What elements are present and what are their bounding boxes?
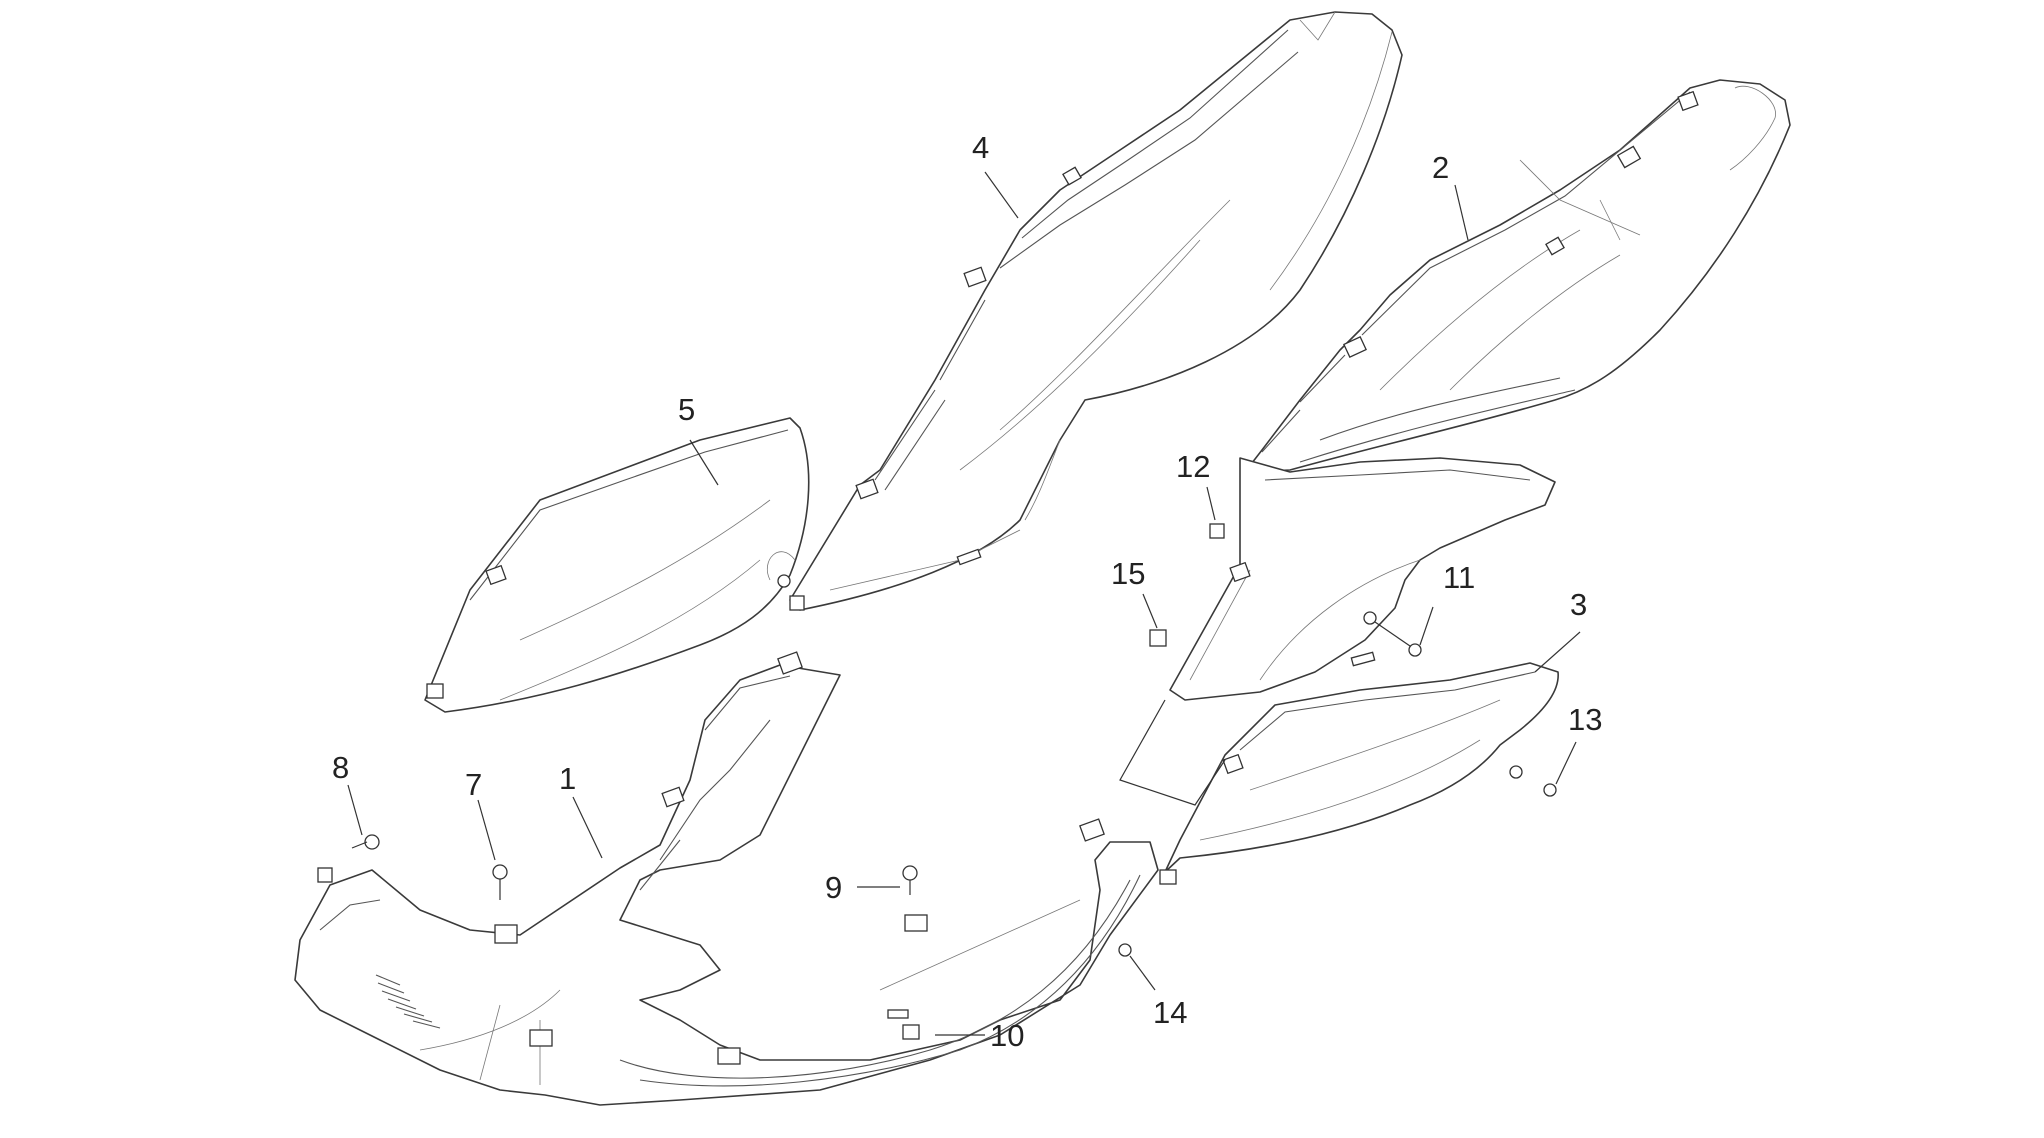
callout-1: 1 xyxy=(559,761,576,796)
callout-4: 4 xyxy=(972,130,989,165)
callout-7: 7 xyxy=(465,767,482,802)
callout-9: 9 xyxy=(825,870,842,905)
callout-8: 8 xyxy=(332,750,349,785)
callout-5: 5 xyxy=(678,392,695,427)
callout-14: 14 xyxy=(1153,995,1187,1030)
screw-11 xyxy=(1363,611,1422,657)
screw-9 xyxy=(902,865,918,895)
screw-7 xyxy=(492,864,508,900)
part-5-left-side-cover xyxy=(424,417,810,713)
clip-12 xyxy=(1209,523,1225,539)
callout-11: 11 xyxy=(1443,560,1475,595)
part-1-floor-pan xyxy=(294,651,1159,1106)
callout-labels: 4 2 5 12 15 11 3 13 8 7 1 9 10 14 xyxy=(332,130,1602,1053)
callout-2: 2 xyxy=(1432,150,1449,185)
part-3-right-side-cover xyxy=(1159,662,1559,885)
callout-15: 15 xyxy=(1111,556,1145,591)
leader-lines xyxy=(347,171,1581,1036)
assembly-bracket-line xyxy=(1119,699,1226,806)
screw-14 xyxy=(1118,943,1132,957)
callout-12: 12 xyxy=(1176,449,1210,484)
lower-right-stay xyxy=(1169,457,1556,701)
screw-13 xyxy=(1543,783,1557,797)
callout-3: 3 xyxy=(1570,587,1587,622)
part-4-left-side-panel xyxy=(789,11,1403,611)
part-2-right-side-panel xyxy=(1244,79,1791,473)
clip-15 xyxy=(1149,629,1167,647)
callout-13: 13 xyxy=(1568,702,1602,737)
screw-8 xyxy=(351,834,380,850)
callout-10: 10 xyxy=(990,1018,1024,1053)
vent-slots xyxy=(375,974,441,1029)
clip-10 xyxy=(902,1024,920,1040)
